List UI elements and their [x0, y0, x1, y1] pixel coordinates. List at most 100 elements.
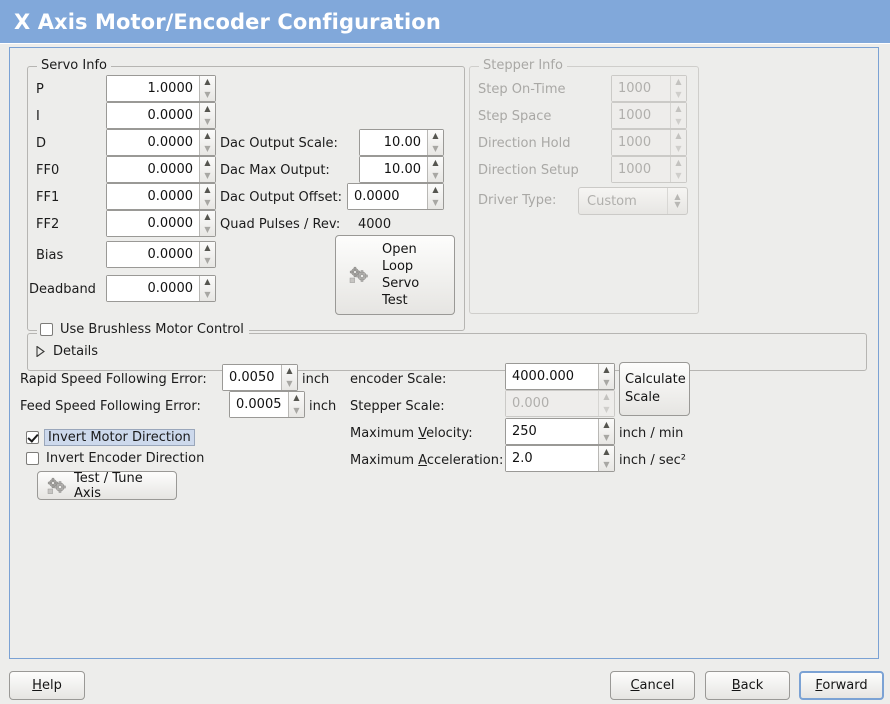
servo-spin-d-buttons[interactable]: ▲ ▼: [199, 130, 215, 155]
details-expander[interactable]: Details: [36, 344, 98, 359]
spin-down-icon[interactable]: ▼: [432, 170, 439, 180]
spin-down-icon[interactable]: ▼: [293, 405, 300, 415]
dac-max-output-buttons[interactable]: ▲ ▼: [427, 157, 443, 182]
spin-up-icon[interactable]: ▲: [293, 393, 300, 403]
servo-spin-deadband-buttons[interactable]: ▲ ▼: [199, 276, 215, 301]
servo-spin-p-buttons[interactable]: ▲ ▼: [199, 76, 215, 101]
dac-output-scale-buttons[interactable]: ▲ ▼: [427, 130, 443, 155]
spin-down-icon[interactable]: ▼: [204, 170, 211, 180]
servo-spin-i-buttons[interactable]: ▲ ▼: [199, 103, 215, 128]
help-button[interactable]: Help: [9, 671, 85, 700]
spin-down-icon[interactable]: ▼: [204, 89, 211, 99]
servo-spin-ff0-buttons[interactable]: ▲ ▼: [199, 157, 215, 182]
spin-up-icon[interactable]: ▲: [204, 243, 211, 253]
servo-spin-d[interactable]: 0.0000 ▲ ▼: [106, 129, 216, 156]
dialog-header: X Axis Motor/Encoder Configuration: [0, 0, 890, 44]
step-on-time-value: 1000: [612, 76, 670, 101]
spin-up-icon[interactable]: ▲: [603, 447, 610, 457]
servo-spin-p[interactable]: 1.0000 ▲ ▼: [106, 75, 216, 102]
spin-up-icon[interactable]: ▲: [204, 104, 211, 114]
spin-up-icon[interactable]: ▲: [286, 366, 293, 376]
spin-up-icon[interactable]: ▲: [603, 365, 610, 375]
spin-down-icon[interactable]: ▼: [204, 143, 211, 153]
spin-up-icon[interactable]: ▲: [204, 77, 211, 87]
dac-output-offset-buttons[interactable]: ▲ ▼: [427, 184, 443, 209]
spin-down-icon[interactable]: ▼: [204, 116, 211, 126]
dac-max-output-label: Dac Max Output:: [220, 163, 330, 178]
calculate-scale-button[interactable]: Calculate Scale: [619, 362, 690, 416]
calculate-scale-line-2: Scale: [625, 390, 660, 405]
step-on-time-label: Step On-Time: [478, 82, 566, 97]
maximum-acceleration-spin[interactable]: 2.0 ▲ ▼: [505, 445, 615, 472]
dac-max-output-spin[interactable]: 10.00 ▲ ▼: [359, 156, 444, 183]
servo-spin-ff0[interactable]: 0.0000 ▲ ▼: [106, 156, 216, 183]
spin-down-icon[interactable]: ▼: [432, 197, 439, 207]
checkbox-box[interactable]: [26, 452, 39, 465]
servo-spin-ff2[interactable]: 0.0000 ▲ ▼: [106, 210, 216, 237]
servo-spin-ff1-buttons[interactable]: ▲ ▼: [199, 184, 215, 209]
rapid-following-error-buttons[interactable]: ▲ ▼: [281, 365, 297, 390]
spin-down-icon[interactable]: ▼: [603, 459, 610, 469]
spin-up-icon[interactable]: ▲: [432, 131, 439, 141]
feed-following-error-spin[interactable]: 0.0005 ▲ ▼: [229, 391, 305, 418]
use-brushless-motor-control-checkbox[interactable]: Use Brushless Motor Control: [37, 322, 249, 337]
maximum-velocity-label: Maximum Velocity:: [350, 426, 473, 442]
encoder-scale-spin[interactable]: 4000.000 ▲ ▼: [505, 363, 615, 390]
spin-down-icon[interactable]: ▼: [603, 432, 610, 442]
gears-icon: [348, 265, 370, 285]
spin-up-icon[interactable]: ▲: [204, 212, 211, 222]
step-space-buttons: ▲ ▼: [670, 103, 686, 128]
servo-label-ff0: FF0: [36, 163, 60, 178]
spin-down-icon[interactable]: ▼: [432, 143, 439, 153]
servo-spin-deadband[interactable]: 0.0000 ▲ ▼: [106, 275, 216, 302]
spin-up-icon[interactable]: ▲: [432, 158, 439, 168]
invert-motor-direction-checkbox[interactable]: Invert Motor Direction: [26, 429, 195, 446]
help-key: H: [32, 678, 42, 693]
maximum-velocity-spin[interactable]: 250 ▲ ▼: [505, 418, 615, 445]
dac-output-offset-value: 0.0000: [348, 184, 427, 209]
spin-down-icon[interactable]: ▼: [286, 378, 293, 388]
encoder-scale-buttons[interactable]: ▲ ▼: [598, 364, 614, 389]
spin-down-icon[interactable]: ▼: [204, 255, 211, 265]
servo-spin-ff1[interactable]: 0.0000 ▲ ▼: [106, 183, 216, 210]
spin-up-icon[interactable]: ▲: [204, 158, 211, 168]
spin-up-icon[interactable]: ▲: [204, 131, 211, 141]
servo-spin-ff2-buttons[interactable]: ▲ ▼: [199, 211, 215, 236]
servo-spin-deadband-value: 0.0000: [107, 276, 199, 301]
forward-key: F: [815, 678, 823, 693]
chevron-updown-icon: ▲▼: [667, 188, 687, 214]
triangle-right-icon[interactable]: [36, 345, 45, 358]
spin-up-icon[interactable]: ▲: [603, 420, 610, 430]
brushless-group: [27, 333, 867, 371]
spin-down-icon[interactable]: ▼: [204, 197, 211, 207]
rapid-following-error-spin[interactable]: 0.0050 ▲ ▼: [222, 364, 298, 391]
invert-encoder-direction-checkbox[interactable]: Invert Encoder Direction: [26, 451, 204, 466]
back-button[interactable]: Back: [705, 671, 790, 700]
spin-down-icon[interactable]: ▼: [204, 289, 211, 299]
servo-spin-bias[interactable]: 0.0000 ▲ ▼: [106, 241, 216, 268]
open-loop-line-2: Loop: [382, 259, 414, 274]
maximum-velocity-value: 250: [506, 419, 598, 444]
checkbox-box[interactable]: [26, 431, 39, 444]
maximum-velocity-buttons[interactable]: ▲ ▼: [598, 419, 614, 444]
spin-down-icon[interactable]: ▼: [603, 377, 610, 387]
open-loop-servo-test-button[interactable]: Open Loop Servo Test: [335, 235, 455, 315]
dac-output-offset-spin[interactable]: 0.0000 ▲ ▼: [347, 183, 444, 210]
spin-up-icon[interactable]: ▲: [204, 185, 211, 195]
forward-button[interactable]: Forward: [799, 671, 884, 700]
cancel-button[interactable]: Cancel: [610, 671, 695, 700]
open-loop-line-4: Test: [382, 293, 408, 308]
spin-up-icon: ▲: [603, 392, 610, 402]
checkbox-box[interactable]: [40, 323, 53, 336]
servo-spin-bias-buttons[interactable]: ▲ ▼: [199, 242, 215, 267]
maximum-acceleration-buttons[interactable]: ▲ ▼: [598, 446, 614, 471]
spin-up-icon[interactable]: ▲: [432, 185, 439, 195]
dac-output-scale-label: Dac Output Scale:: [220, 136, 338, 151]
feed-following-error-buttons[interactable]: ▲ ▼: [288, 392, 304, 417]
servo-spin-i[interactable]: 0.0000 ▲ ▼: [106, 102, 216, 129]
dac-output-scale-spin[interactable]: 10.00 ▲ ▼: [359, 129, 444, 156]
spin-up-icon[interactable]: ▲: [204, 277, 211, 287]
help-button-label: Help: [32, 678, 62, 693]
test-tune-axis-button[interactable]: Test / Tune Axis: [37, 471, 177, 501]
spin-down-icon[interactable]: ▼: [204, 224, 211, 234]
